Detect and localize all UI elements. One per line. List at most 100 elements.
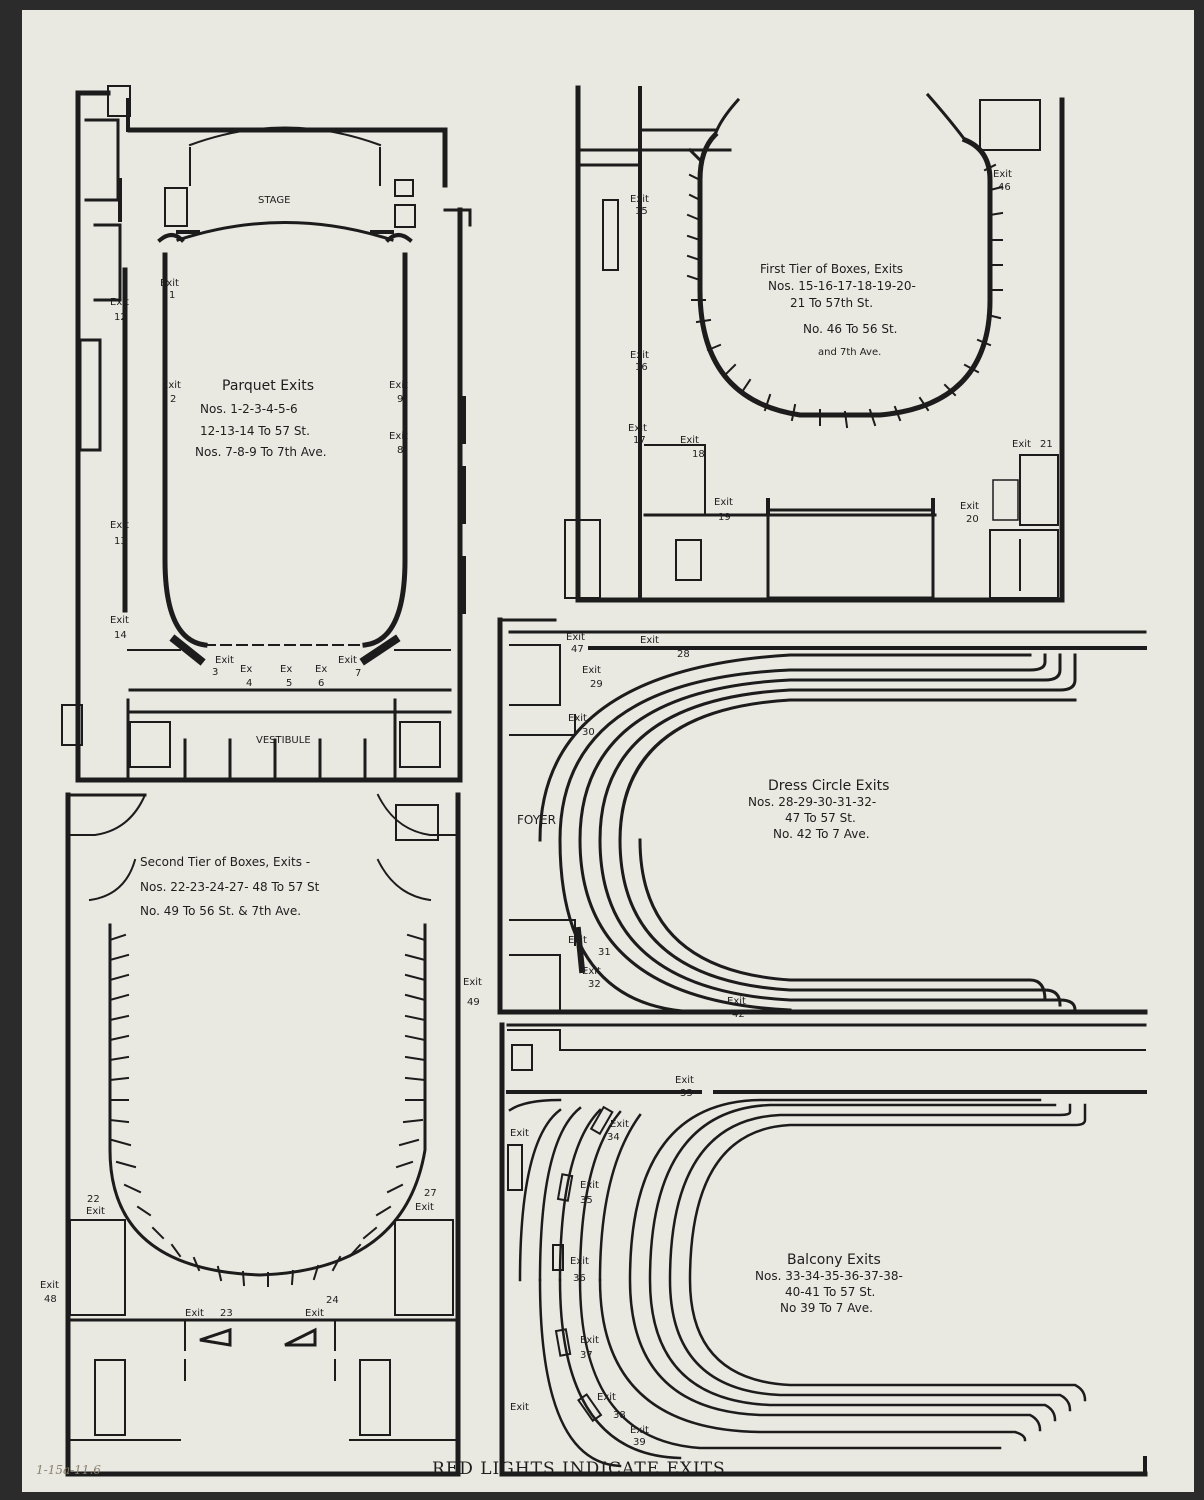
exit-label: Exit [110, 520, 129, 531]
exit-label: Ex [315, 664, 327, 675]
exit-number: 39 [633, 1437, 646, 1448]
exit-label: Ex [280, 664, 292, 675]
balcony-line: Nos. 33-34-35-36-37-38- [755, 1269, 903, 1283]
exit-label: Exit [714, 497, 733, 508]
exit-label: Exit [580, 1335, 599, 1346]
exit-label: Exit [510, 1128, 529, 1139]
exit-label: Ex [240, 664, 252, 675]
balcony-labels: Balcony Exits Nos. 33-34-35-36-37-38- 40… [510, 1075, 903, 1448]
exit-label: Exit [630, 1425, 649, 1436]
exit-number: 23 [220, 1308, 233, 1319]
dress-circle-labels: FOYER Dress Circle Exits Nos. 28-29-30-3… [517, 632, 889, 1020]
exit-label: Exit [389, 380, 408, 391]
footer-caption: RED LIGHTS INDICATE EXITS [432, 1459, 726, 1479]
second-tier-line: Nos. 22-23-24-27- 48 To 57 St [140, 880, 320, 894]
exit-number: 32 [588, 979, 601, 990]
first-tier-line: No. 46 To 56 St. [803, 322, 898, 336]
pencil-annotation: 1-15a-11.6 [36, 1463, 101, 1477]
first-tier-line: 21 To 57th St. [790, 296, 873, 310]
exit-number: 48 [44, 1294, 57, 1305]
exit-number: 12 [114, 312, 127, 323]
exit-number: 2 [170, 394, 176, 405]
second-tier-labels: Second Tier of Boxes, Exits - Nos. 22-23… [40, 855, 482, 1319]
exit-label: Exit [680, 435, 699, 446]
exit-number: 29 [590, 679, 603, 690]
first-tier-line: Nos. 15-16-17-18-19-20- [768, 279, 916, 293]
exit-number: 33 [680, 1088, 693, 1099]
exit-label: Exit [389, 431, 408, 442]
exit-label: Exit [40, 1280, 59, 1291]
exit-number: 3 [212, 667, 218, 678]
exit-number: 35 [580, 1195, 593, 1206]
exit-label: Exit [160, 278, 179, 289]
second-tier-plan [65, 792, 461, 1477]
exit-label: Exit [993, 169, 1012, 180]
exit-label: Exit [510, 1402, 529, 1413]
exit-label: Exit [305, 1308, 324, 1319]
exit-number: 1 [169, 290, 175, 301]
exit-number: 17 [633, 435, 646, 446]
exit-number: 47 [571, 644, 584, 655]
parquet-plan [61, 85, 472, 783]
exit-number: 38 [613, 1410, 626, 1421]
exit-number: 20 [966, 514, 979, 525]
exit-number: 4 [246, 678, 252, 689]
exit-label: Exit [582, 966, 601, 977]
exit-number: 42 [732, 1009, 745, 1020]
exit-number: 22 [87, 1194, 100, 1205]
exit-label: Exit [570, 1256, 589, 1267]
exit-label: Exit [162, 380, 181, 391]
parquet-labels: STAGE VESTIBULE Parquet Exits Nos. 1-2-3… [110, 195, 408, 746]
exit-number: 9 [397, 394, 403, 405]
exit-label: Exit [463, 977, 482, 988]
exit-label: Exit [610, 1119, 629, 1130]
exit-number: 16 [635, 362, 648, 373]
exit-label: Exit [86, 1206, 105, 1217]
exit-label: Exit [580, 1180, 599, 1191]
exit-label: Exit [727, 996, 746, 1007]
first-tier-plan [564, 85, 1065, 603]
exit-number: 28 [677, 649, 690, 660]
foyer-label: FOYER [517, 813, 556, 827]
exit-number: 24 [326, 1295, 339, 1306]
parquet-line: Nos. 1-2-3-4-5-6 [200, 402, 298, 416]
dress-circle-title: Dress Circle Exits [768, 778, 889, 794]
exit-label: Exit [568, 935, 587, 946]
exit-number: 36 [573, 1273, 586, 1284]
exit-label: Exit [568, 713, 587, 724]
exit-label: Exit [415, 1202, 434, 1213]
parquet-title: Parquet Exits [222, 378, 314, 394]
exit-label: Exit [640, 635, 659, 646]
exit-label: Exit [566, 632, 585, 643]
exit-number: 27 [424, 1188, 437, 1199]
first-tier-labels: First Tier of Boxes, Exits Nos. 15-16-17… [628, 169, 1053, 525]
exit-number: 49 [467, 997, 480, 1008]
first-tier-title: First Tier of Boxes, Exits [760, 262, 903, 276]
exit-label: Exit [628, 423, 647, 434]
balcony-title: Balcony Exits [787, 1252, 881, 1268]
exit-number: 13 [114, 536, 127, 547]
exit-number: 6 [318, 678, 324, 689]
exit-label: Exit [597, 1392, 616, 1403]
exit-label: Exit [1012, 439, 1031, 450]
exit-label: Exit [110, 615, 129, 626]
exit-number: 34 [607, 1132, 620, 1143]
dress-circle-line: 47 To 57 St. [785, 811, 856, 825]
exit-number: 21 [1040, 439, 1053, 450]
exit-number: 15 [635, 206, 648, 217]
vestibule-label: VESTIBULE [256, 735, 311, 746]
exit-number: 46 [998, 182, 1011, 193]
exit-label: Exit [630, 194, 649, 205]
exit-label: Exit [630, 350, 649, 361]
second-tier-line: No. 49 To 56 St. & 7th Ave. [140, 904, 301, 918]
exit-label: Exit [960, 501, 979, 512]
dress-circle-line: Nos. 28-29-30-31-32- [748, 795, 876, 809]
exit-number: 5 [286, 678, 292, 689]
balcony-line: 40-41 To 57 St. [785, 1285, 875, 1299]
exit-label: Exit [338, 655, 357, 666]
balcony-plan [499, 1022, 1148, 1477]
exit-label: Exit [582, 665, 601, 676]
exit-number: 30 [582, 727, 595, 738]
exit-number: 19 [718, 512, 731, 523]
exit-number: 14 [114, 630, 127, 641]
